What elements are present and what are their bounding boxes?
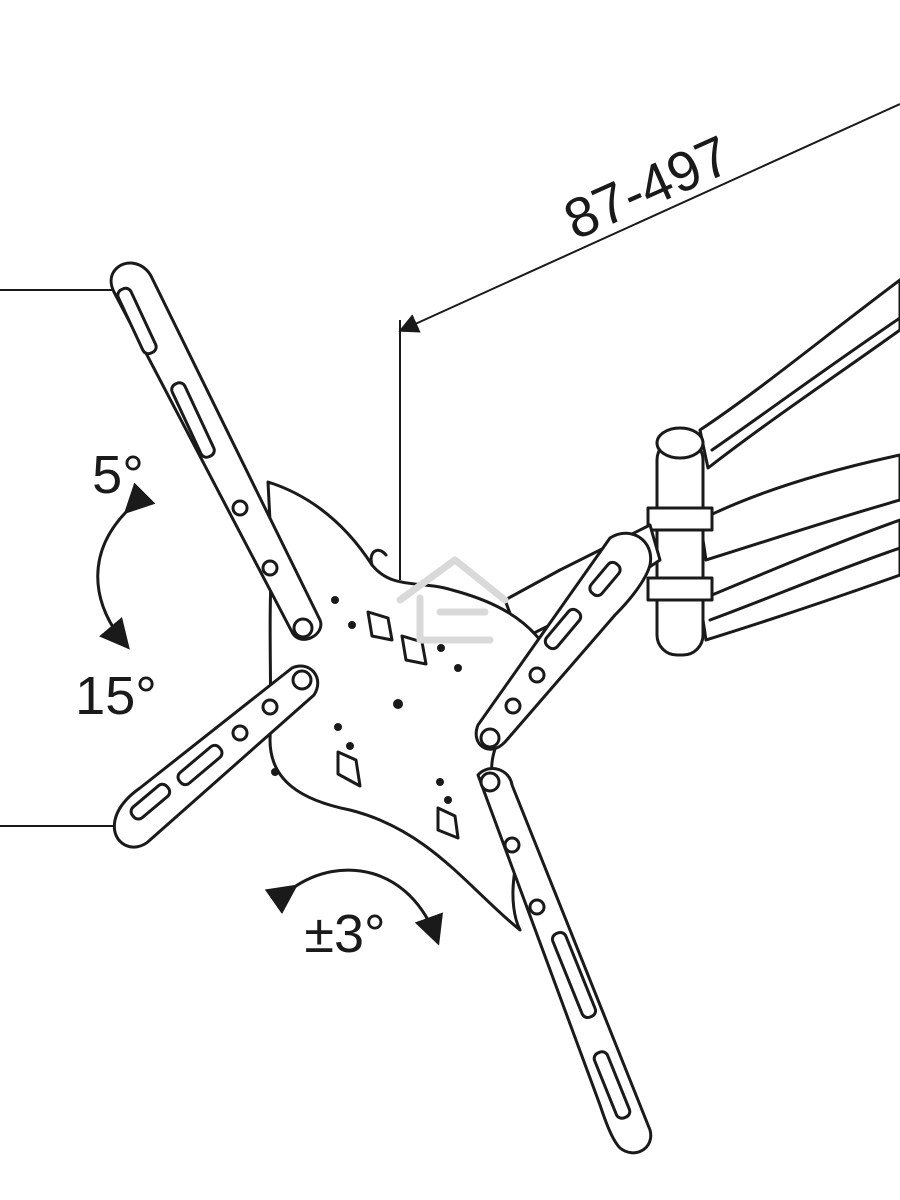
pivot-collar-bottom (646, 576, 714, 602)
tilt-arrow (96, 482, 156, 650)
plate-hole (348, 621, 356, 629)
bracket-arm-upper-left (109, 261, 323, 641)
arm-hole (528, 666, 546, 684)
arm-hole (231, 724, 249, 742)
arm-hole (528, 898, 546, 916)
plate-hole (334, 723, 342, 731)
lower-arm (698, 518, 900, 642)
plate-hole (454, 664, 462, 672)
house-logo-watermark (396, 556, 509, 644)
arm-slot (543, 607, 583, 651)
arm-slot (129, 782, 172, 821)
watermark-wall (416, 594, 494, 644)
upper-arm-bottom (698, 453, 900, 562)
arm-hole (231, 499, 249, 517)
arm-pivot (291, 669, 313, 691)
arm-pivot (479, 727, 501, 749)
plate-square-hole-1 (366, 610, 394, 642)
articulating-arm (698, 278, 900, 642)
plate-lug (369, 548, 388, 567)
extension-label: 87-497 (555, 123, 740, 251)
arm-hole (261, 559, 279, 577)
tilt-down-label: 15° (75, 666, 157, 726)
plate-hole (271, 768, 279, 776)
plate-hole (393, 699, 403, 709)
plate-hole (346, 742, 354, 750)
bracket-arm-lower-right (476, 767, 653, 1155)
plate-hole (436, 778, 444, 786)
tilt-up-label: 5° (92, 445, 144, 505)
watermark-roof (396, 556, 509, 604)
arm-hole (504, 697, 522, 715)
pivot-body (655, 438, 705, 657)
pivot-cap (655, 426, 705, 460)
plate-holes (271, 596, 462, 840)
upper-arm-top (698, 278, 900, 470)
arm-pivot (292, 617, 314, 639)
rotation-arrow (264, 868, 443, 946)
arm-slot (116, 286, 158, 356)
plate-hole (437, 644, 445, 652)
arm-slot (588, 560, 622, 598)
plate-hole (331, 596, 339, 604)
plate-square-hole-4 (436, 806, 460, 840)
arm-hole (261, 698, 279, 716)
arm-slot (176, 743, 224, 787)
lower-arm-edge (708, 546, 900, 622)
rotation-label: ±3° (304, 904, 385, 964)
arm-slot (550, 930, 598, 1020)
arm-slot (170, 381, 216, 459)
extension-dimension-line (398, 103, 900, 333)
bracket-arm-lower-left (112, 664, 320, 849)
arm-hole (503, 836, 521, 854)
plate-hole (444, 796, 452, 804)
arm-slot (592, 1050, 632, 1120)
arm-body (109, 261, 323, 641)
upper-arm-edge (710, 316, 900, 452)
pivot-cylinder (646, 426, 714, 657)
arm-pivot (479, 771, 501, 793)
pivot-collar-top (646, 506, 714, 532)
bracket-arm-right (474, 531, 653, 751)
extension-dimension (398, 103, 900, 580)
plate-square-hole-3 (336, 750, 362, 788)
